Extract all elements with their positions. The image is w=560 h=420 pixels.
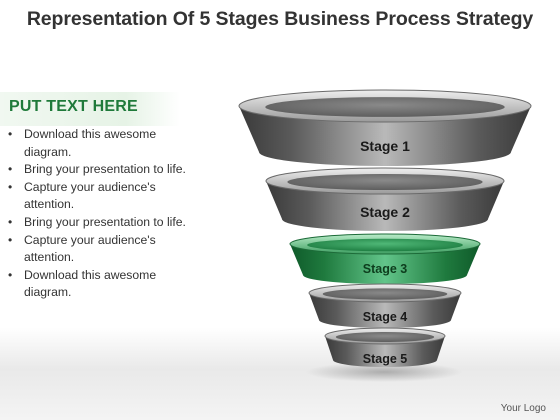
page-title: Representation Of 5 Stages Business Proc… xyxy=(26,8,534,30)
text-heading-banner: PUT TEXT HERE xyxy=(0,92,180,126)
bullet-text: Download this awesome diagram. xyxy=(24,127,157,159)
bullet-item: • Bring your presentation to life. xyxy=(8,161,188,179)
funnel-stage-5: Stage 5 xyxy=(324,327,446,367)
funnel-stage-1: Stage 1 xyxy=(238,89,532,166)
funnel-opening xyxy=(322,288,448,300)
funnel-band xyxy=(290,244,480,284)
funnel-band xyxy=(325,336,445,367)
bullet-text: Capture your audience's attention. xyxy=(24,179,156,212)
bullet-item: • Bring your presentation to life. xyxy=(8,214,188,232)
stage-label: Stage 4 xyxy=(363,310,408,324)
bullet-item: • Capture your audience's attention. xyxy=(8,232,188,267)
funnel-opening xyxy=(335,332,435,342)
bullet-icon: • xyxy=(8,162,13,177)
funnel-band xyxy=(239,106,531,166)
funnel-opening xyxy=(307,238,463,252)
bullet-icon: • xyxy=(8,127,13,141)
bullet-icon: • xyxy=(8,232,13,247)
funnel-stage-4: Stage 4 xyxy=(308,283,462,328)
bullet-icon: • xyxy=(8,267,13,282)
bullet-text: Bring your presentation to life. xyxy=(24,162,186,177)
stage-label: Stage 1 xyxy=(360,138,410,154)
funnel-stage-3: Stage 3 xyxy=(289,233,481,284)
bullet-icon: • xyxy=(8,214,13,229)
stage-label: Stage 3 xyxy=(363,262,408,276)
stage-label: Stage 2 xyxy=(360,204,410,220)
stage-label: Stage 5 xyxy=(363,352,408,366)
funnel-opening xyxy=(265,97,505,117)
funnel-opening xyxy=(287,173,483,191)
funnel-shadow xyxy=(306,362,462,382)
bullet-icon: • xyxy=(8,179,13,194)
bullet-text: Bring your presentation to life. xyxy=(24,214,186,229)
bullet-item: • Capture your audience's attention. xyxy=(8,179,188,214)
funnel-band xyxy=(266,181,504,231)
bullet-text: Capture your audience's attention. xyxy=(24,232,156,265)
bullet-list: • Download this awesome diagram. • Bring y… xyxy=(8,126,188,302)
funnel-band xyxy=(309,293,461,328)
bullet-item: • Download this awesome diagram. xyxy=(8,126,188,161)
bullet-text: Download this awesome diagram. xyxy=(24,267,157,300)
logo-placeholder: Your Logo xyxy=(500,403,546,414)
bullet-item: • Download this awesome diagram. xyxy=(8,267,188,302)
text-heading: PUT TEXT HERE xyxy=(9,98,138,115)
funnel-stage-2: Stage 2 xyxy=(265,167,505,231)
